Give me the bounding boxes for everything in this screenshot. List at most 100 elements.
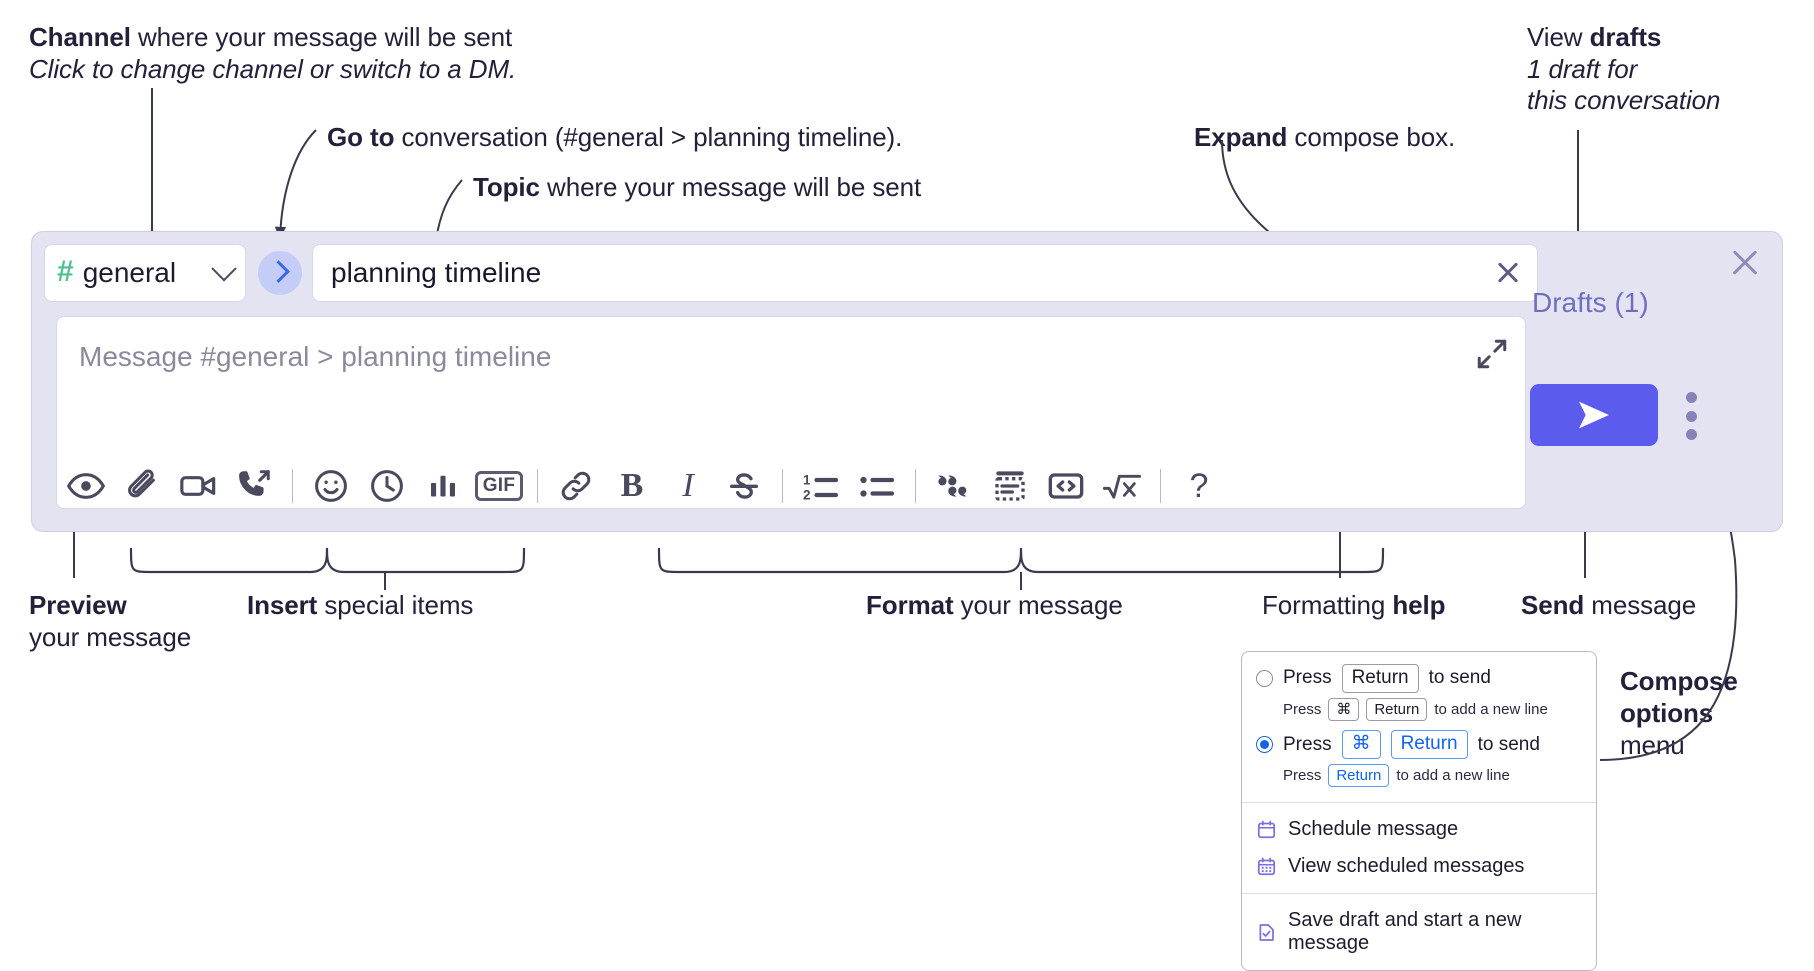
compose-options-button[interactable] [1680,392,1702,440]
annotation-topic: Topic where your message will be sent [473,172,921,204]
annotation-format-bold: Format [866,590,954,620]
annotation-preview: Preview your message [29,590,191,653]
poll-icon[interactable] [415,458,471,514]
annotation-channel-italic: Click to change channel or switch to a D… [29,53,517,84]
chevron-down-icon [211,256,237,282]
save-draft-icon [1259,923,1274,941]
toolbar-divider-2 [537,469,538,503]
annotation-drafts-plain: View [1527,22,1590,52]
menu-item-view-scheduled[interactable]: View scheduled messages [1242,848,1596,885]
ordered-list-icon[interactable]: 1 2 [793,458,849,514]
annotation-drafts-italic1: 1 draft for [1527,53,1638,84]
compose-main-area: # general planning timeline Message #gen… [44,244,1538,521]
option2-sub-before: Press [1283,767,1322,785]
video-icon[interactable] [170,458,226,514]
option2-before: Press [1283,733,1332,755]
hash-icon: # [57,255,74,288]
annotation-expand: Expand compose box. [1194,122,1455,154]
menu-divider-1 [1242,802,1596,804]
compose-right-actions: Drafts (1) [1512,232,1782,531]
menu-item-schedule-message[interactable]: Schedule message [1242,811,1596,848]
clock-icon[interactable] [359,458,415,514]
emoji-icon[interactable] [303,458,359,514]
send-option-return-hint: Press ⌘ Return to add a new line [1242,695,1596,729]
key-return-3: Return [1390,730,1468,759]
attachment-icon[interactable] [114,458,170,514]
annotation-drafts: View drafts 1 draft for this conversatio… [1527,22,1721,117]
radio-return[interactable] [1256,669,1273,687]
annotation-goto-rest: conversation (#general > planning timeli… [394,122,903,152]
channel-selector[interactable]: # general [44,244,246,302]
bulleted-list-icon[interactable] [849,458,905,514]
radio-cmd-return[interactable] [1256,736,1273,754]
svg-text:1: 1 [803,473,811,488]
send-option-cmd-return-hint: Press Return to add a new line [1242,761,1596,795]
drafts-link[interactable]: Drafts (1) [1532,287,1649,318]
send-option-return[interactable]: Press Return to send [1242,662,1596,695]
gif-icon[interactable]: GIF [471,458,527,514]
menu-item-save-draft[interactable]: Save draft and start a new message [1242,902,1596,962]
inline-code-icon[interactable] [1038,458,1094,514]
annotation-topic-rest: where your message will be sent [539,172,922,202]
annotation-channel-bold: Channel [29,22,131,52]
option1-sub-before: Press [1283,700,1322,718]
menu-item-save-draft-label: Save draft and start a new message [1288,909,1522,955]
math-icon[interactable] [1094,458,1150,514]
annotation-help: Formatting help [1262,590,1446,622]
annotation-compose-options-rest: menu [1620,730,1685,761]
message-input[interactable]: Message #general > planning timeline [56,316,1526,509]
annotation-drafts-bold: drafts [1589,22,1662,52]
calendar-grid-icon [1257,857,1276,876]
annotation-insert-rest: special items [317,590,474,620]
annotation-topic-bold: Topic [473,172,540,202]
annotation-format-rest: your message [953,590,1123,620]
strikethrough-icon[interactable] [716,458,772,514]
option1-sub-after: to add a new line [1434,700,1548,718]
preview-icon[interactable] [58,458,114,514]
close-icon[interactable] [1728,246,1762,280]
compose-header-row: # general planning timeline [44,244,1538,302]
annotation-channel: Channel where your message will be sent … [29,22,516,85]
kebab-dot-2 [1685,410,1697,422]
phone-share-icon[interactable] [226,458,282,514]
key-return: Return [1341,664,1419,693]
formatting-toolbar: GIF B I [44,451,1538,521]
calendar-icon [1257,820,1276,839]
annotation-compose-options-bold1: Compose [1620,666,1738,696]
option1-before: Press [1283,667,1332,689]
chevron-right-icon [267,260,290,283]
topic-input[interactable]: planning timeline [312,244,1538,302]
annotation-preview-bold: Preview [29,590,127,620]
annotation-preview-rest: your message [29,621,192,652]
topic-value: planning timeline [331,257,542,288]
bold-icon[interactable]: B [604,458,660,514]
key-command-2: ⌘ [1341,730,1381,759]
key-return-2: Return [1366,697,1428,722]
formatting-help-icon[interactable]: ? [1171,458,1227,514]
code-block-icon[interactable] [982,458,1038,514]
annotation-drafts-italic2: this conversation [1527,85,1721,116]
help-glyph: ? [1189,466,1209,505]
italic-icon[interactable]: I [660,458,716,514]
toolbar-divider [292,469,293,503]
option2-sub-after: to add a new line [1396,767,1510,785]
menu-item-schedule-label: Schedule message [1288,818,1459,841]
link-icon[interactable] [548,458,604,514]
go-to-conversation-button[interactable] [258,251,302,295]
channel-name-label: general [82,257,177,288]
kebab-dot-1 [1685,392,1697,403]
annotation-send-rest: message [1584,590,1697,620]
send-button[interactable] [1530,384,1658,446]
menu-item-view-scheduled-label: View scheduled messages [1288,855,1525,878]
blockquote-icon[interactable] [926,458,982,514]
italic-label: I [682,467,694,504]
expand-compose-icon[interactable] [1475,337,1509,371]
toolbar-divider-4 [915,469,916,503]
annotation-channel-rest: where your message will be sent [130,22,513,52]
annotation-goto: Go to conversation (#general > planning … [327,122,902,154]
kebab-dot-3 [1685,429,1697,440]
key-return-4: Return [1328,763,1390,788]
send-arrow-icon [1579,401,1609,429]
send-option-cmd-return[interactable]: Press ⌘ Return to send [1242,728,1596,761]
annotation-expand-bold: Expand [1194,122,1288,152]
